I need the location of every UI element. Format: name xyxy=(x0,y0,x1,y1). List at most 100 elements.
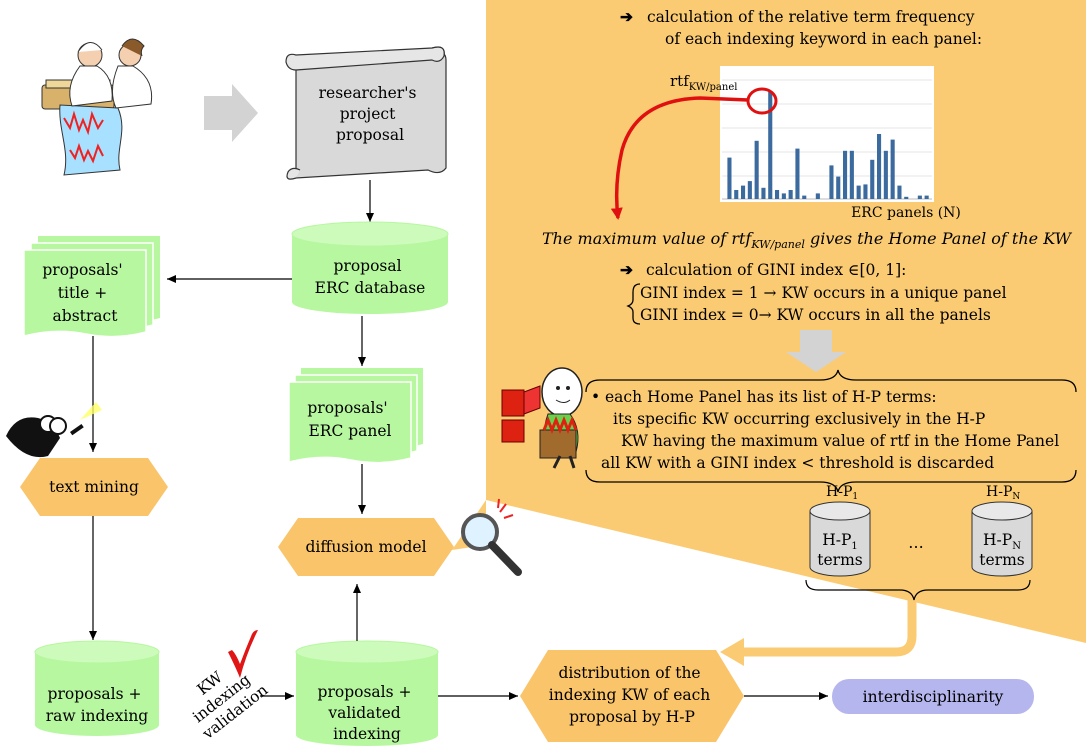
chart-bar xyxy=(897,185,902,199)
diffusion-model-hexagon xyxy=(278,518,454,576)
scroll-line-1: researcher's xyxy=(319,84,417,102)
chart-bar xyxy=(877,134,882,199)
scroll-line-3: proposal xyxy=(336,126,404,144)
scroll-line-2: project xyxy=(340,105,396,123)
detective-clipart xyxy=(6,402,102,458)
raw-indexing-cylinder: proposals + raw indexing xyxy=(34,640,160,736)
home-panel-suffix: gives the Home Panel of the KW xyxy=(805,229,1073,248)
hpn-terms-cylinder: H-PN terms xyxy=(971,501,1033,577)
chart-bar xyxy=(802,195,807,199)
validated-indexing-cylinder: proposals + validated indexing xyxy=(295,640,439,746)
text-mining-hexagon xyxy=(20,458,168,516)
chart-bar xyxy=(883,150,888,199)
chart-bar xyxy=(917,195,922,199)
hp-ellipsis: … xyxy=(908,534,924,552)
svg-text:proposals' ERC panel: proposals' ERC panel xyxy=(307,399,392,440)
erc-panel-line-1: proposals' xyxy=(307,399,387,417)
proposal-scroll: researcher's project proposal xyxy=(285,46,447,180)
raw-line-1: proposals + xyxy=(48,685,142,703)
distribution-hexagon xyxy=(520,650,744,742)
hp-line-3: KW having the maximum value of rtf in th… xyxy=(621,432,1059,450)
chart-bar xyxy=(829,165,834,199)
svg-text:KW indexing valida: KW indexing validation xyxy=(175,651,271,744)
svg-text:proposals + validated: proposals + validated indexing xyxy=(318,683,417,743)
validated-line-1: proposals + xyxy=(318,683,412,701)
hp-line-2: its specific KW occurring exclusively in… xyxy=(613,410,985,428)
gini-brace xyxy=(626,283,641,325)
erc-panel-line-2: ERC panel xyxy=(308,422,391,440)
svg-text:H-PN: H-PN xyxy=(983,531,1021,552)
hpn-cyl-sub: N xyxy=(1012,541,1021,552)
hp1-cyl-terms: terms xyxy=(817,551,863,569)
grey-down-arrow xyxy=(786,330,846,372)
gini-step-text: ➔ calculation of GINI index ∈[0, 1]: xyxy=(620,260,906,279)
home-panel-sub: KW/panel xyxy=(750,238,805,251)
chart-bar xyxy=(856,185,861,199)
hpn-top-label: H-PN xyxy=(986,484,1020,502)
svg-text:proposals' title +: proposals' title + abstract xyxy=(42,261,127,325)
svg-text:proposal ERC database: proposal ERC database xyxy=(315,257,426,297)
validated-line-2: validated xyxy=(327,704,400,722)
hp1-top-label: H-P1 xyxy=(826,484,858,502)
gini-one: GINI index = 1 → KW occurs in a unique p… xyxy=(640,284,1007,302)
chart-bar xyxy=(870,159,875,199)
red-curved-arrow xyxy=(610,96,749,220)
validated-line-3: indexing xyxy=(333,725,401,743)
interdisciplinarity-box xyxy=(832,679,1034,714)
max-value-circle xyxy=(746,87,778,115)
svg-text:researcher's project: researcher's project proposal xyxy=(319,84,422,144)
chart-bar xyxy=(775,190,780,199)
chart-bar xyxy=(727,157,732,199)
raw-line-2: raw indexing xyxy=(46,707,149,725)
distribution-line-2: indexing KW of each xyxy=(549,686,711,704)
presenter-clipart xyxy=(501,367,583,469)
hp-arrowhead xyxy=(720,638,744,666)
kw-validation-label: KW indexing validation xyxy=(175,651,271,744)
hp-line-1: each Home Panel has its list of H-P term… xyxy=(605,388,937,406)
grey-block-arrow xyxy=(204,84,258,142)
diffusion-model-label: diffusion model xyxy=(305,538,426,556)
rtf-step-line-1: calculation of the relative term frequen… xyxy=(647,8,975,26)
rtf-label-sub: KW/panel xyxy=(689,82,738,93)
hpn-top-text: H-P xyxy=(986,484,1012,500)
title-abstract-documents: proposals' title + abstract xyxy=(23,236,160,338)
distribution-line-3: proposal by H-P xyxy=(569,708,695,726)
magnifier-icon xyxy=(461,498,522,576)
svg-text:H-P1: H-P1 xyxy=(822,531,858,552)
chart-bar xyxy=(768,91,773,199)
chart-bar xyxy=(741,185,746,199)
rtf-step-text: ➔ calculation of the relative term frequ… xyxy=(620,7,982,48)
hp1-terms-cylinder: H-P1 terms xyxy=(809,501,871,577)
chart-bar xyxy=(836,176,841,199)
db-line-1: proposal xyxy=(333,257,401,275)
hp-to-distribution-arrow xyxy=(742,598,917,657)
chart-bar xyxy=(754,140,759,199)
chart-bar xyxy=(747,181,752,199)
text-mining-label: text mining xyxy=(49,478,139,496)
rtf-label: rtf xyxy=(670,72,690,90)
chart-bar xyxy=(815,193,820,199)
abstract-line-1: proposals' xyxy=(42,261,122,279)
gini-step-label: calculation of GINI index ∈[0, 1]: xyxy=(646,261,906,279)
chart-bar xyxy=(849,150,854,199)
hp1-cyl-sub: 1 xyxy=(851,541,857,552)
erc-panel-documents: proposals' ERC panel xyxy=(288,368,423,464)
chart-bar xyxy=(795,148,800,199)
chart-background xyxy=(720,66,934,202)
chart-bar xyxy=(734,190,739,199)
db-line-2: ERC database xyxy=(315,279,426,297)
chart-xlabel: ERC panels (N) xyxy=(851,205,961,221)
hp1-top-text: H-P xyxy=(826,484,852,500)
hp-bullet: • xyxy=(591,388,600,406)
distribution-line-1: distribution of the xyxy=(558,664,700,682)
chart-bars xyxy=(727,91,929,199)
hpn-top-sub: N xyxy=(1012,492,1020,502)
svg-text:proposals + raw indexing: proposals + raw indexing xyxy=(46,685,149,725)
chart-bar xyxy=(904,196,909,199)
researchers-clipart xyxy=(41,38,153,176)
interdisciplinarity-label: interdisciplinarity xyxy=(863,688,1004,706)
gini-zero: GINI index = 0→ KW occurs in all the pan… xyxy=(640,306,991,324)
chart-bar xyxy=(788,190,793,199)
checkmark-icon xyxy=(228,630,258,678)
